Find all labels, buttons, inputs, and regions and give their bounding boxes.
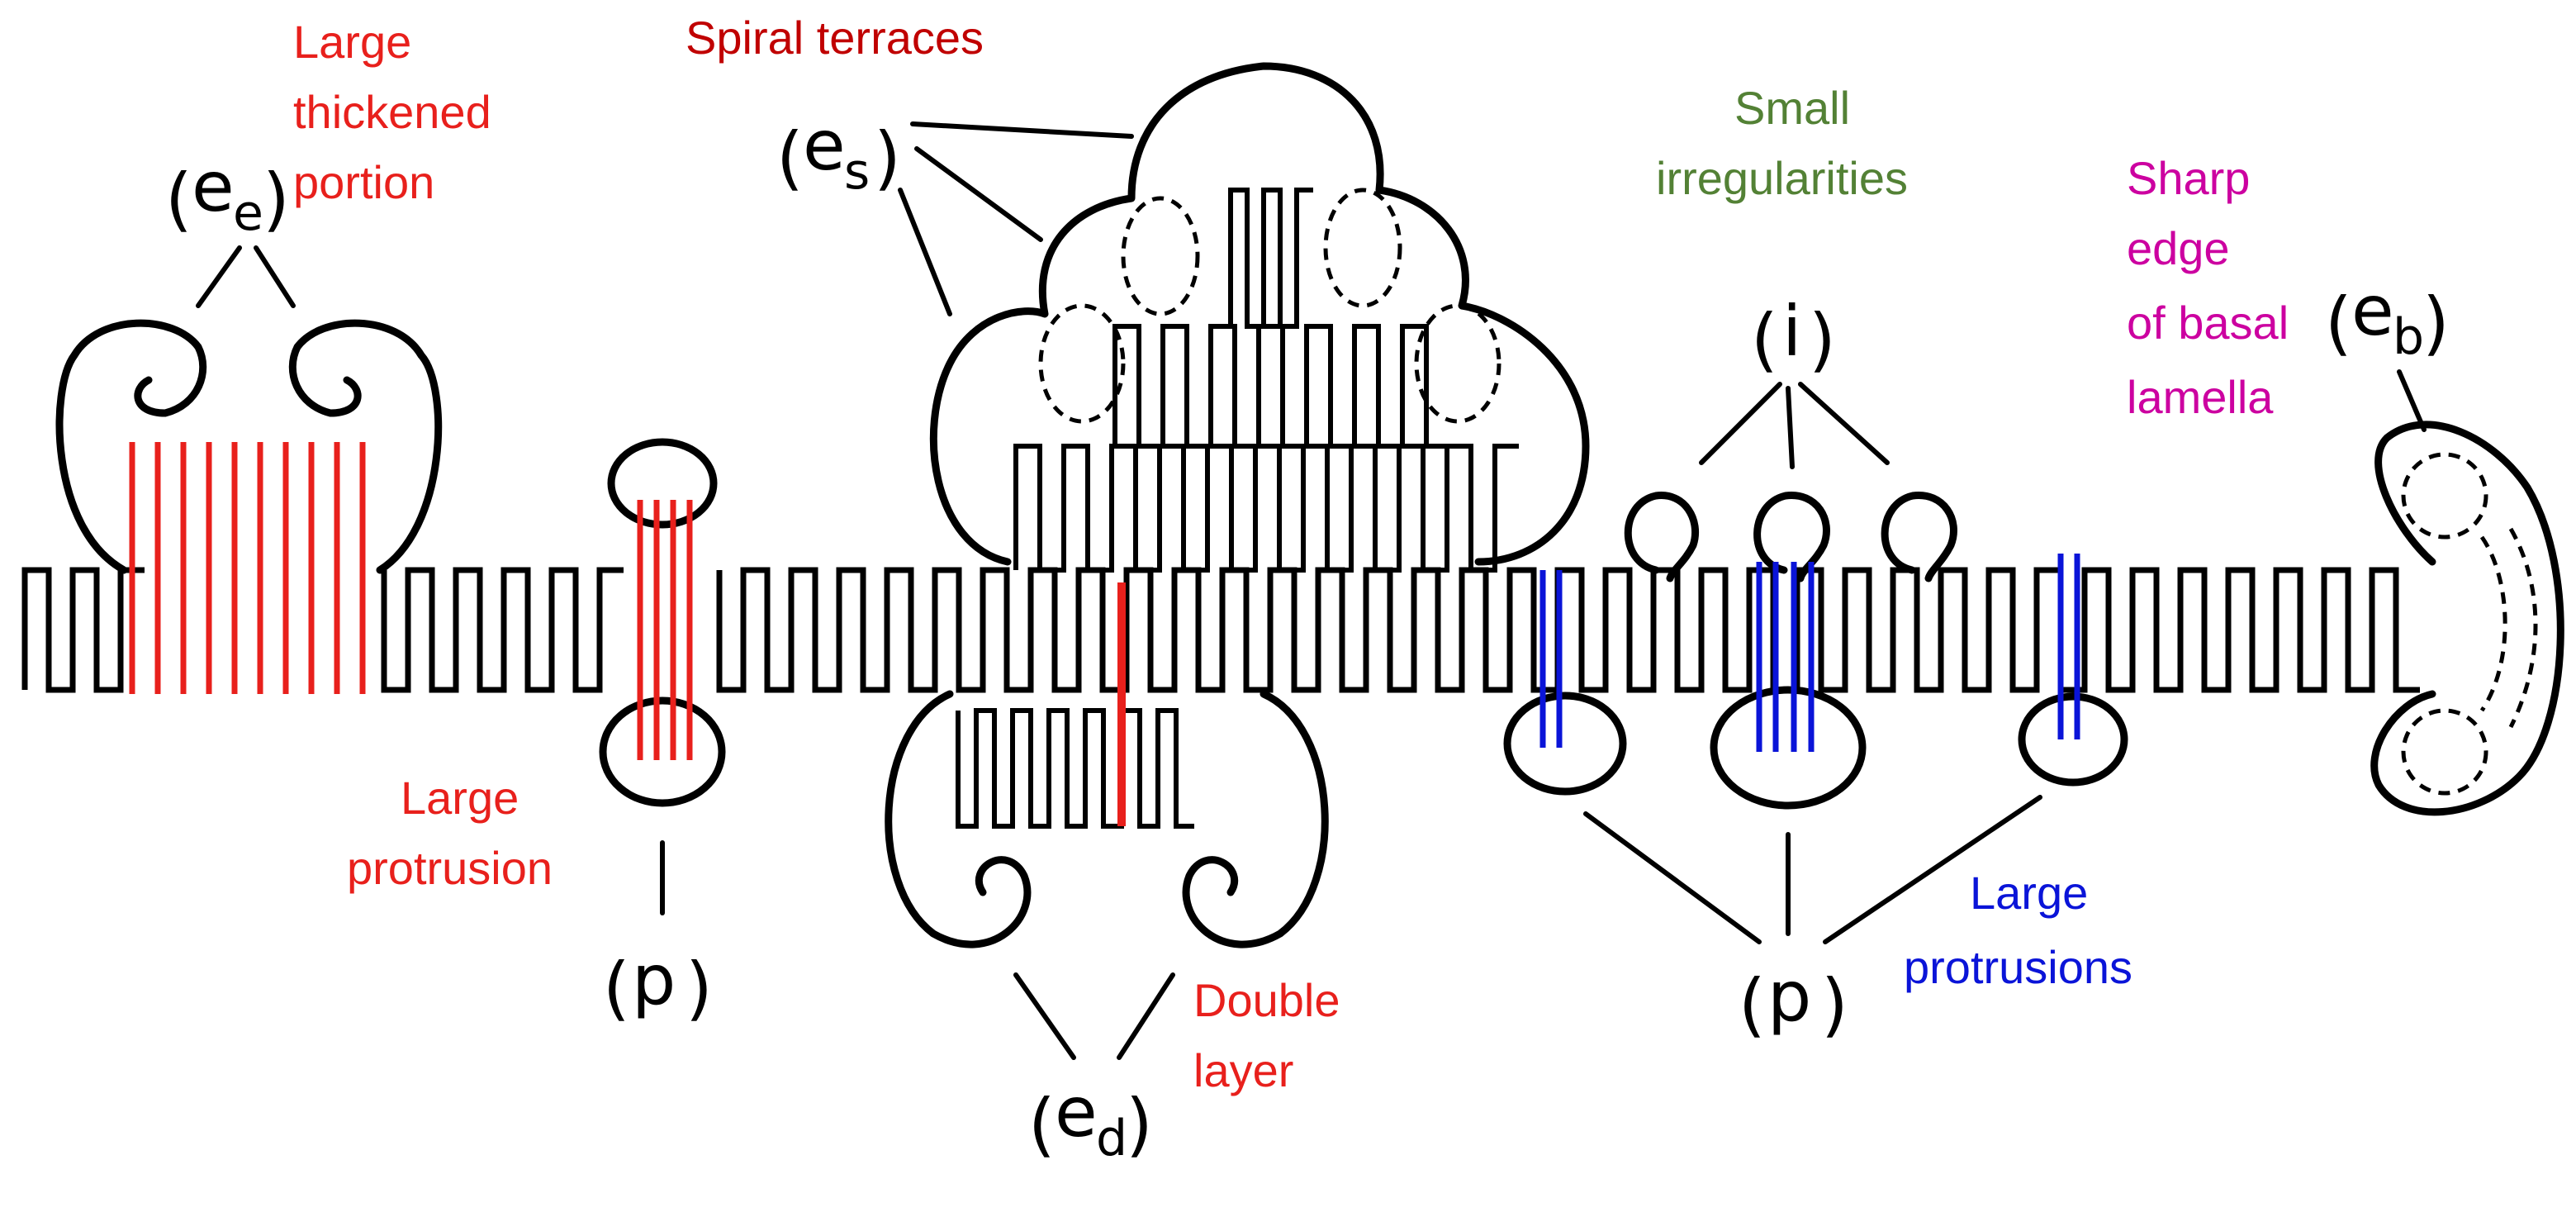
label-p-left-line1: Large [401,772,519,824]
symbol-ee-paren: ( [165,159,192,240]
label-small-irregularities: Small irregularities [1656,82,1908,204]
thickened-portion-shape [55,245,443,574]
label-p-right-line1: Large [1970,867,2088,919]
symbol-ee-sub: e [233,184,263,242]
terrace-wave-row [1228,188,1313,329]
symbol-ed-main: e [1055,1072,1098,1153]
label-ed-line1: Double [1193,974,1340,1026]
label-eb-line2: edge [2127,222,2230,274]
thickened-red-lines [129,442,366,694]
symbol-ee-main: e [192,146,235,227]
symbol-ed-paren: ( [1028,1084,1056,1165]
symbol-p-left-main: p [632,939,676,1020]
terrace-wave-row [1013,444,1519,573]
symbol-ee: ( e e ) [165,146,290,242]
label-basal-lamella: Sharp edge of basal lamella [2127,152,2289,423]
label-double-layer: Double layer [1193,974,1340,1096]
symbol-ee-paren-close: ) [263,159,290,240]
label-large-protrusions: Large protrusions [1904,867,2132,993]
symbol-i: ( i ) [1751,291,1836,380]
symbol-eb-paren-close: ) [2422,283,2450,364]
symbol-p-right-paren-close: ) [1821,964,1848,1045]
symbol-ed-sub: d [1096,1110,1127,1167]
label-i-line2: irregularities [1656,152,1908,204]
symbol-eb-paren: ( [2325,283,2352,364]
symbol-p-left-paren: ( [603,948,630,1029]
membrane-wave-path [25,570,2540,690]
symbol-ed-paren-close: ) [1126,1084,1153,1165]
label-thickened-portion: Large thickened portion [293,16,491,208]
label-p-right-line2: protrusions [1904,941,2132,993]
symbol-es-sub: s [844,143,870,201]
small-irregularities-shape [1624,382,1957,582]
symbol-ed: ( e d ) [1028,1072,1153,1167]
label-eb-line1: Sharp [2127,152,2250,204]
symbol-i-paren: ( [1751,299,1778,380]
symbol-es-paren-close: ) [874,117,901,198]
label-eb-line4: lamella [2127,371,2274,423]
symbol-i-main: i [1782,291,1801,372]
double-layer-waves [956,708,1194,829]
label-ee-line1: Large [293,16,411,68]
label-p-left-line2: protrusion [347,842,553,894]
symbol-i-paren-close: ) [1809,299,1836,380]
symbol-p-right-paren: ( [1739,964,1766,1045]
label-ee-line3: portion [293,156,434,208]
terrace-internal-waves [1013,188,1519,573]
spiral-terraces-shape [898,62,1590,566]
symbol-p-right-main: p [1767,956,1811,1037]
protrusion-red-lines [637,500,693,760]
symbol-eb-sub: b [2393,308,2424,366]
symbol-p-right: ( p ) [1739,956,1848,1045]
basal-lamella-edge-shape [2370,369,2564,816]
label-ee-line2: thickened [293,86,491,138]
label-spiral-terraces: Spiral terraces [686,12,984,64]
symbol-eb: ( e b ) [2325,270,2450,366]
symbol-eb-main: e [2351,270,2394,351]
protrusions-blue-lines [1539,554,2080,752]
terrace-wave-row [1112,324,1450,449]
left-protrusion-shape [599,438,726,915]
symbol-es-paren: ( [776,117,804,198]
right-protrusions-shape [1503,686,2128,944]
double-layer-wave-row [956,708,1194,829]
label-i-line1: Small [1734,82,1850,134]
symbol-p-left: ( p ) [603,939,713,1029]
double-layer-shape [885,690,1329,1060]
symbol-p-left-paren-close: ) [686,948,713,1029]
label-ed-line2: layer [1193,1044,1293,1096]
symbol-es: ( e s ) [776,105,901,201]
symbol-es-main: e [803,105,846,186]
label-large-protrusion: Large protrusion [347,772,553,894]
membrane-square-wave [25,570,2540,690]
label-eb-line3: of basal [2127,297,2289,349]
